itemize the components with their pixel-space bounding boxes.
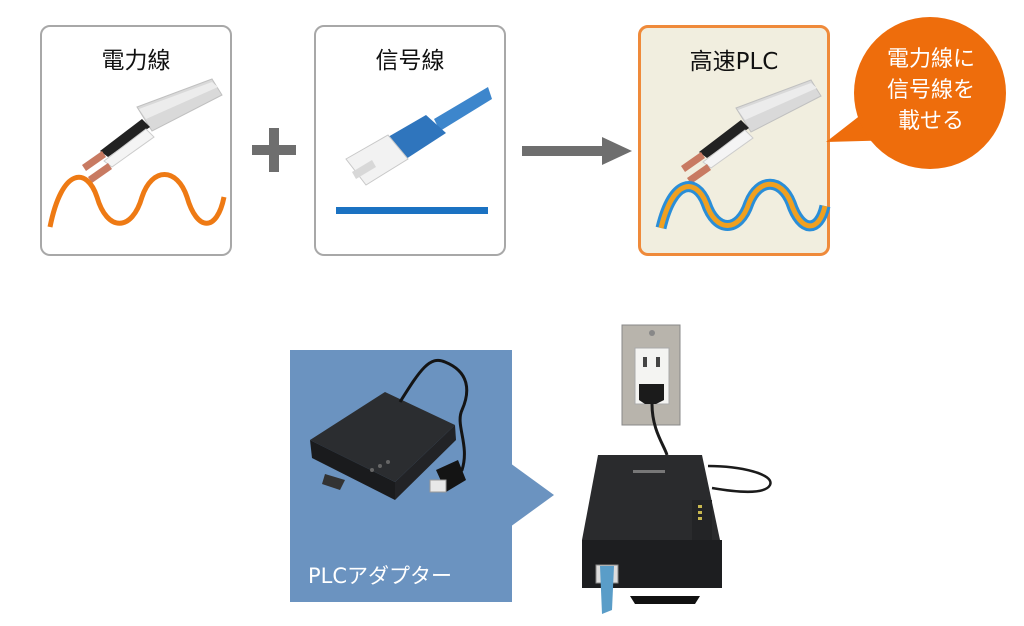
- panel-signal-line: 信号線: [314, 25, 506, 256]
- wall-outlet-image: [621, 324, 681, 456]
- callout-line: 電力線に: [886, 47, 975, 72]
- signal-flat-line: [336, 207, 488, 214]
- plc-device-image: [582, 455, 772, 614]
- lan-cable-image: [345, 87, 492, 186]
- callout-line: 載せる: [897, 109, 964, 134]
- lan-cable-illustration: [336, 87, 492, 214]
- plc-adapter-product-image: [310, 358, 469, 500]
- panel-title: 高速PLC: [689, 49, 779, 75]
- panel-title: 電力線: [101, 48, 171, 74]
- power-cable-image: [82, 78, 223, 183]
- plc-combined-wave: [655, 178, 831, 232]
- callout-line: 信号線を: [886, 78, 975, 103]
- power-cable-image: [681, 79, 822, 184]
- plus-icon: [252, 128, 296, 172]
- panel-high-speed-plc: 高速PLC: [638, 25, 831, 256]
- power-cable-illustration: [47, 78, 227, 228]
- plc-cable-illustration: [655, 79, 831, 232]
- adapter-label: PLCアダプター: [308, 564, 453, 588]
- arrow-right-icon: [522, 137, 632, 165]
- callout-text: 電力線に 信号線を 載せる: [870, 44, 992, 137]
- adapter-callout-tail: [510, 463, 554, 527]
- power-sine-wave: [47, 172, 227, 228]
- panel-power-line: 電力線: [40, 25, 232, 256]
- panel-title: 信号線: [375, 48, 445, 74]
